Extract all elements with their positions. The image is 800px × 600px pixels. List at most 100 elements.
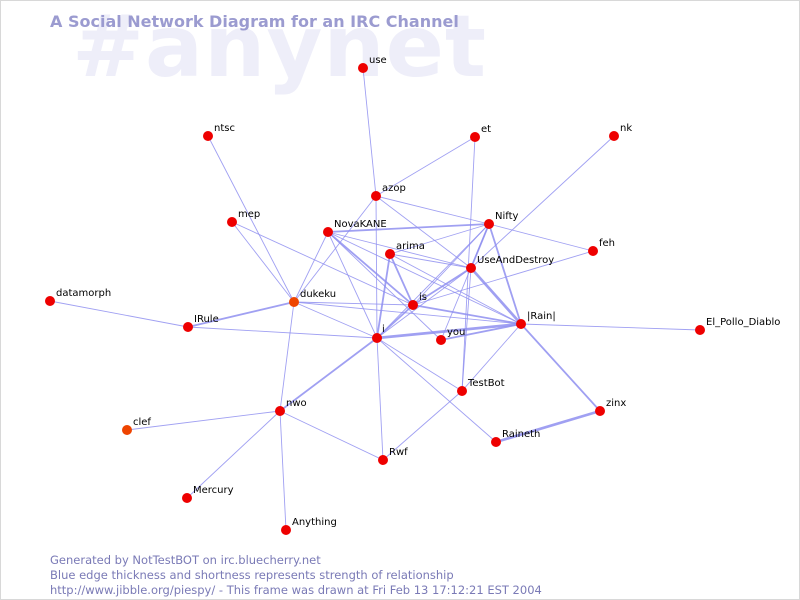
edge-nifty-you — [440, 223, 490, 341]
edge-nifty-rain — [488, 223, 522, 325]
edge-nwo-clef — [126, 410, 281, 431]
node-dot — [372, 333, 382, 343]
edge-feh-is — [412, 250, 594, 306]
edge-ntsc-dukeku — [207, 135, 295, 303]
node-label: Anything — [292, 517, 337, 528]
edge-arima-rain — [389, 253, 522, 325]
node-dot — [275, 406, 285, 416]
node-dot — [484, 219, 494, 229]
node-feh: feh — [588, 238, 615, 256]
footer-source-line: http://www.jibble.org/piespy/ - This fra… — [50, 583, 542, 597]
node-label: clef — [133, 417, 151, 428]
page-title: A Social Network Diagram for an IRC Chan… — [50, 12, 459, 31]
node-clef: clef — [122, 417, 151, 435]
node-dot — [470, 132, 480, 142]
edge-azop-nifty — [375, 195, 490, 225]
node-arima: arima — [385, 241, 425, 259]
node-label: Mercury — [193, 485, 234, 496]
node-mercury: Mercury — [182, 485, 234, 503]
node-dot — [227, 217, 237, 227]
edge-arima-i — [376, 253, 391, 339]
node-nifty: Nifty — [484, 211, 519, 229]
edge-azop-useanddestroy — [375, 195, 472, 269]
node-zinx: zinx — [595, 398, 626, 416]
edge-use-azop — [362, 67, 377, 197]
node-label: Raineth — [502, 429, 540, 440]
node-dot — [695, 325, 705, 335]
node-label: zinx — [606, 398, 626, 409]
node-label: azop — [382, 183, 406, 194]
node-label: dukeku — [300, 289, 336, 300]
node-useanddestroy: UseAndDestroy — [466, 255, 554, 273]
edge-dukeku-rain — [293, 301, 522, 325]
edge-novakane-useanddestroy — [327, 231, 472, 269]
node-label: Nifty — [495, 211, 519, 222]
edge-layer — [49, 67, 701, 531]
node-anything: Anything — [281, 517, 337, 535]
node-el-pollo-diablo: El_Pollo_Diablo — [695, 317, 780, 335]
edge-arima-is — [389, 253, 414, 306]
edge-novakane-rain — [327, 231, 522, 325]
edge-nifty-i — [376, 223, 490, 339]
node-label: you — [447, 327, 465, 338]
edge-zinx-raineth — [494, 409, 602, 444]
node-label: ntsc — [214, 123, 235, 134]
node-dukeku: dukeku — [289, 289, 336, 307]
node-label: use — [369, 55, 387, 66]
node-dot — [358, 63, 368, 73]
node-dot — [122, 425, 132, 435]
edge-dukeku-novakane — [293, 231, 329, 303]
node-dot — [378, 455, 388, 465]
node-label: feh — [599, 238, 615, 249]
edge-azop-dukeku — [293, 195, 377, 303]
node-dot — [203, 131, 213, 141]
edge-et-azop — [375, 136, 476, 197]
edge-i-raineth — [376, 337, 497, 443]
edge-nwo-mercury — [186, 410, 281, 499]
node-dot — [408, 300, 418, 310]
node-nk: nk — [609, 123, 632, 141]
node-use: use — [358, 55, 387, 73]
node-dot — [45, 296, 55, 306]
node-rain: |Rain| — [516, 311, 556, 329]
node-label: NovaKANE — [334, 219, 387, 230]
node-is: is — [408, 292, 427, 310]
node-nwo: nwo — [275, 398, 307, 416]
edge-novakane-is — [327, 231, 414, 306]
node-dot — [491, 437, 501, 447]
node-ntsc: ntsc — [203, 123, 235, 141]
node-novakane: NovaKANE — [323, 219, 387, 237]
node-mep: mep — [227, 209, 260, 227]
edge-dukeku-irule — [187, 301, 295, 328]
edge-nwo-rwf — [279, 410, 384, 461]
node-dot — [371, 191, 381, 201]
node-label: nk — [620, 123, 632, 134]
node-dot — [385, 249, 395, 259]
edge-nifty-arima — [389, 223, 490, 255]
node-dot — [183, 322, 193, 332]
edge-nifty-feh — [488, 223, 594, 252]
edge-datamorph-irule — [49, 300, 189, 328]
node-label: is — [419, 292, 427, 303]
node-datamorph: datamorph — [45, 288, 111, 306]
edge-nk-useanddestroy — [470, 135, 615, 269]
edge-mep-dukeku — [231, 221, 295, 303]
edge-is-rain — [412, 304, 522, 325]
edge-testbot-rwf — [382, 390, 463, 461]
node-label: i — [382, 324, 385, 335]
node-testbot: TestBot — [457, 378, 505, 396]
node-dot — [182, 493, 192, 503]
node-dot — [516, 319, 526, 329]
edge-i-nwo — [279, 337, 378, 412]
node-dot — [595, 406, 605, 416]
node-dot — [466, 263, 476, 273]
node-dot — [323, 227, 333, 237]
edge-novakane-i — [327, 231, 378, 339]
edge-nwo-anything — [279, 410, 287, 531]
node-dot — [436, 335, 446, 345]
edge-useanddestroy-is — [412, 267, 472, 306]
node-label: IRule — [194, 314, 219, 325]
edge-you-rain — [440, 323, 522, 341]
